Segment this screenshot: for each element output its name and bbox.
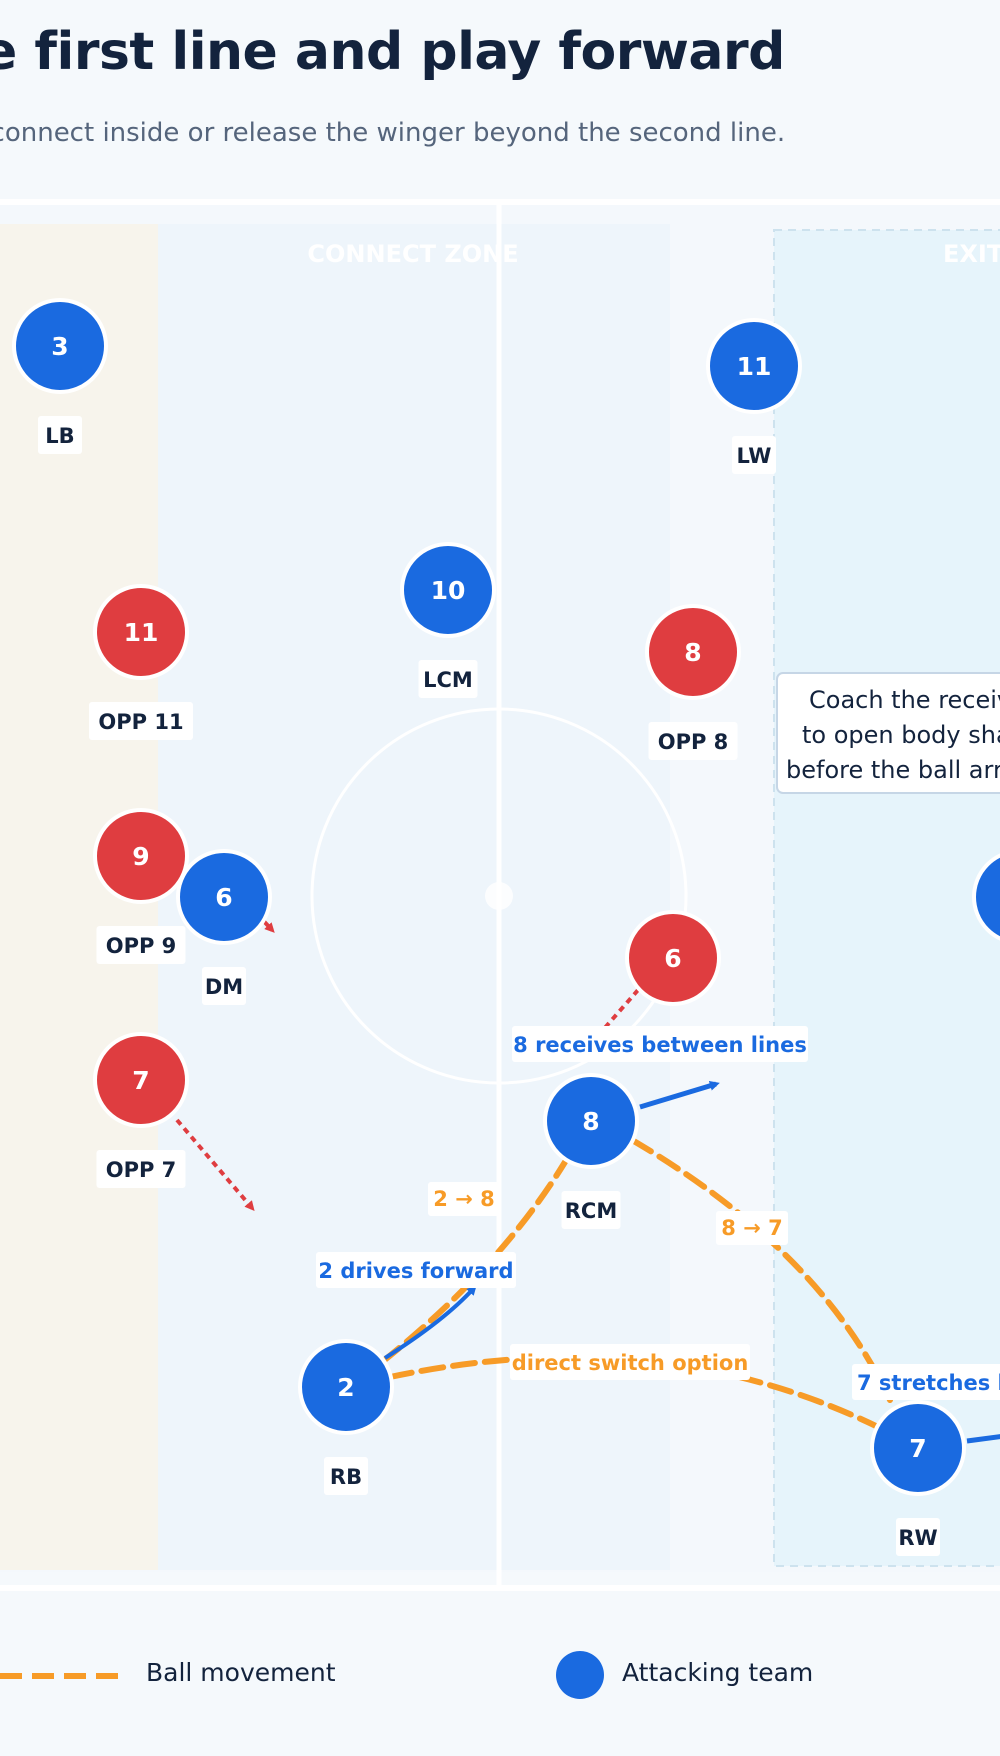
coach-note-line-2: to open body sha xyxy=(802,721,1000,749)
connect-zone-label: CONNECT ZONE xyxy=(307,240,518,268)
coach-note-line-3: before the ball arri xyxy=(786,756,1000,784)
player-token[interactable] xyxy=(870,1400,966,1496)
player-number: 7 xyxy=(909,1434,926,1463)
player-role-label: DM xyxy=(205,975,243,999)
player-token[interactable] xyxy=(706,318,802,414)
player-token[interactable] xyxy=(972,851,1000,943)
legend-attacking-swatch xyxy=(556,1651,604,1699)
player-label-bg xyxy=(89,702,193,740)
player-number: 11 xyxy=(124,618,159,647)
svg-text:2 → 8: 2 → 8 xyxy=(433,1187,494,1211)
run-2-forward xyxy=(383,1285,477,1360)
player-opponent-6[interactable]: 6 xyxy=(625,910,721,1006)
player-token[interactable] xyxy=(400,542,496,638)
player-label-bg xyxy=(732,436,776,474)
coach-note-line-1: Coach the receiv xyxy=(809,686,1000,714)
label-stretch-7: 7 stretches l xyxy=(852,1364,1000,1400)
label-drive-2: 2 drives forward xyxy=(316,1252,516,1288)
player-role-label: LCM xyxy=(423,668,473,692)
player-number: 9 xyxy=(132,842,149,871)
player-role-label: RCM xyxy=(565,1199,617,1223)
player-token[interactable] xyxy=(12,298,108,394)
player-token[interactable] xyxy=(645,604,741,700)
player-attacker-7[interactable]: 7RW xyxy=(870,1400,966,1556)
player-number: 3 xyxy=(51,332,68,361)
opp-6-press xyxy=(601,988,640,1032)
player-label-bg xyxy=(324,1457,368,1495)
center-spot xyxy=(485,882,513,910)
page-subtitle: , connect inside or release the winger b… xyxy=(0,118,786,148)
svg-text:7 stretches l: 7 stretches l xyxy=(857,1371,1000,1395)
label-switch-option: direct switch option xyxy=(510,1344,750,1380)
player-label-bg xyxy=(896,1518,940,1556)
player-token[interactable] xyxy=(543,1073,639,1169)
player-number: 6 xyxy=(664,944,681,973)
player-token[interactable] xyxy=(176,849,272,945)
label-pass-2-8: 2 → 8 xyxy=(428,1182,500,1216)
opp-7-press xyxy=(175,1118,255,1212)
player-attacker-3[interactable]: 3LB xyxy=(12,298,108,454)
center-circle xyxy=(310,707,688,1085)
player-role-label: LW xyxy=(737,444,772,468)
player-role-label: LB xyxy=(45,424,74,448)
legend-attacking-team-label: Attacking team xyxy=(622,1658,814,1687)
player-token[interactable] xyxy=(93,1032,189,1128)
coach-note: Coach the receiv to open body sha before… xyxy=(776,672,1000,794)
player-number: 11 xyxy=(737,352,772,381)
player-role-label: OPP 11 xyxy=(98,710,183,734)
player-label-bg xyxy=(648,722,738,760)
exit-zone xyxy=(773,229,1000,1567)
exit-zone-label: EXIT xyxy=(943,240,1000,268)
player-attacker-6[interactable]: 6DM xyxy=(176,849,272,1005)
player-token[interactable] xyxy=(298,1339,394,1435)
player-number: 6 xyxy=(215,883,232,912)
player-label-bg xyxy=(96,926,186,964)
player-role-label: OPP 9 xyxy=(106,934,177,958)
svg-text:8 → 7: 8 → 7 xyxy=(721,1216,782,1240)
svg-text:8 receives between lines: 8 receives between lines xyxy=(513,1033,807,1057)
player-number: 8 xyxy=(582,1107,599,1136)
player-number: 8 xyxy=(684,638,701,667)
player-role-label: OPP 8 xyxy=(658,730,729,754)
run-8-between-lines xyxy=(639,1080,720,1110)
player-label-bg xyxy=(38,416,82,454)
svg-text:direct switch option: direct switch option xyxy=(512,1351,749,1375)
label-pass-8-7: 8 → 7 xyxy=(716,1211,788,1245)
player-number: 2 xyxy=(337,1373,354,1402)
player-label-bg xyxy=(561,1191,621,1229)
run-7-stretch xyxy=(966,1434,1000,1444)
player-attacker-2[interactable]: 2RB xyxy=(298,1339,394,1495)
player-number: 10 xyxy=(431,576,466,605)
pass-8-to-7 xyxy=(629,1137,893,1403)
player-role-label: OPP 7 xyxy=(106,1158,177,1182)
player-token[interactable] xyxy=(93,808,189,904)
player-token[interactable] xyxy=(93,584,189,680)
svg-text:2 drives forward: 2 drives forward xyxy=(318,1259,513,1283)
player-role-label: RB xyxy=(330,1465,362,1489)
label-receive-8: 8 receives between lines xyxy=(512,1026,808,1062)
player-label-bg xyxy=(96,1150,186,1188)
player-number: 7 xyxy=(132,1066,149,1095)
page-title: e first line and play forward xyxy=(0,22,785,82)
player-label-bg xyxy=(418,660,478,698)
player-role-label: RW xyxy=(898,1526,937,1550)
legend-ball-movement-label: Ball movement xyxy=(146,1658,336,1687)
player-token[interactable] xyxy=(625,910,721,1006)
player-attacker-partial[interactable] xyxy=(972,851,1000,943)
player-label-bg xyxy=(202,967,246,1005)
